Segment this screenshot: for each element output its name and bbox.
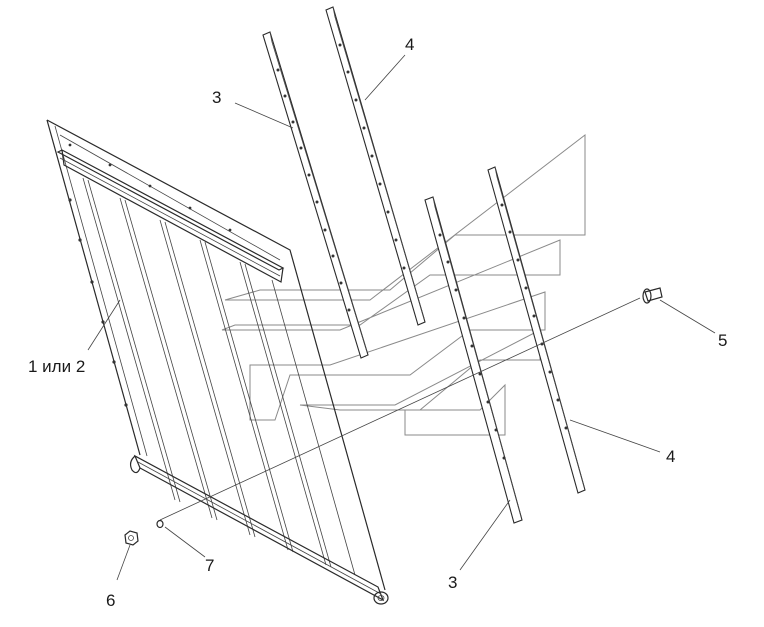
washer-part bbox=[156, 519, 164, 529]
strip-part-3-upper bbox=[262, 31, 369, 359]
panel-part bbox=[46, 119, 389, 605]
strip-part-4-lower bbox=[487, 166, 586, 494]
label-part-3-lower: 3 bbox=[448, 573, 457, 592]
label-panel-part: 1 или 2 bbox=[28, 357, 85, 376]
bolt-part bbox=[642, 287, 663, 304]
strip-part-3-lower bbox=[424, 196, 523, 524]
nut-part bbox=[124, 530, 139, 546]
label-bolt-part: 5 bbox=[718, 331, 727, 350]
label-part-4-lower: 4 bbox=[666, 447, 675, 466]
assembly-axis-line bbox=[159, 297, 641, 521]
leader-lines bbox=[87, 54, 716, 581]
label-nut-part: 6 bbox=[106, 591, 115, 610]
strip-part-4-upper bbox=[325, 6, 426, 326]
label-part-3-upper: 3 bbox=[212, 88, 221, 107]
brand-logo-watermark-icon bbox=[221, 133, 586, 436]
label-washer-part: 7 bbox=[205, 556, 214, 575]
label-part-4-upper: 4 bbox=[405, 35, 414, 54]
